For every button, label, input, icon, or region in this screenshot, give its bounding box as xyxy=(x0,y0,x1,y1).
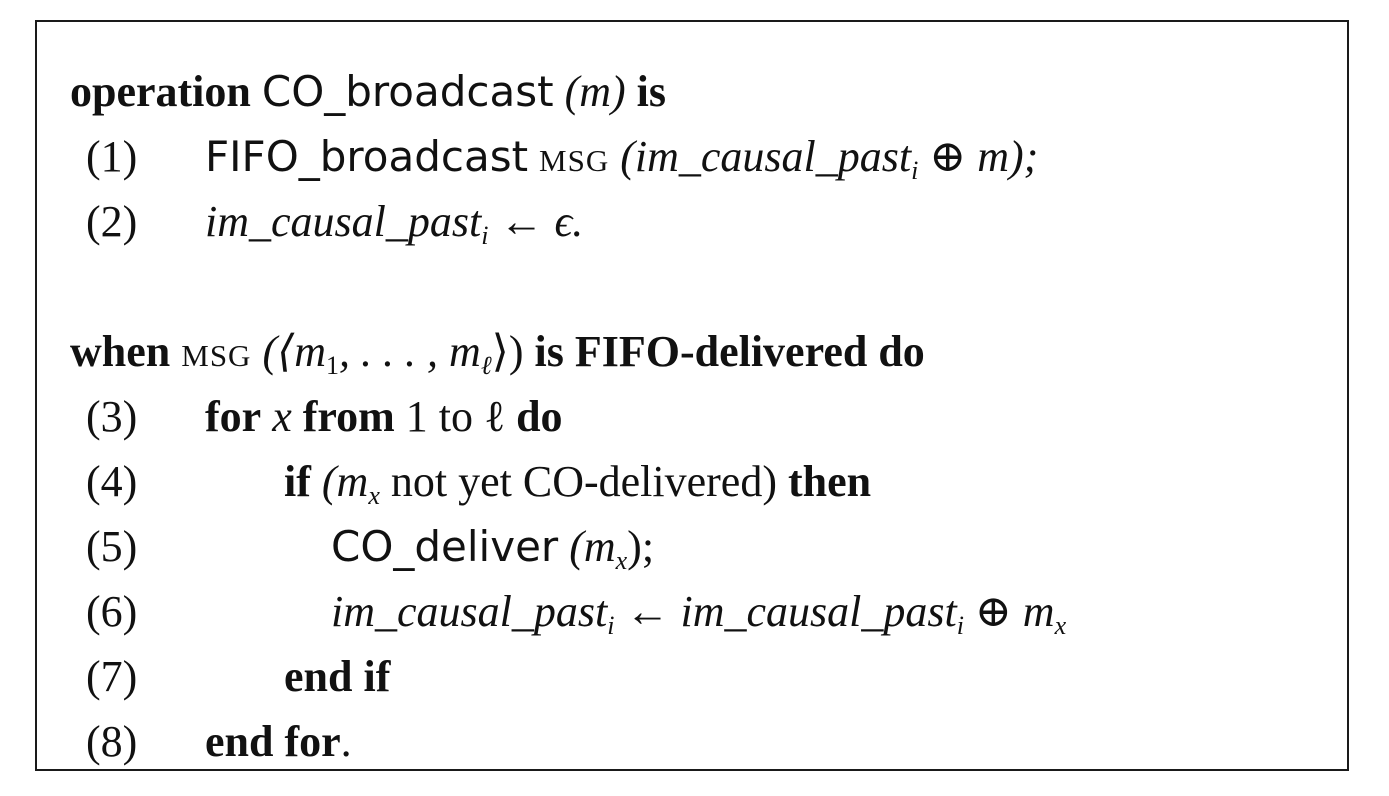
subscript: x xyxy=(1054,611,1067,640)
args-rest: ⊕ m); xyxy=(918,132,1039,181)
keyword-end-for: end for xyxy=(205,717,341,766)
subscript: i xyxy=(481,221,489,250)
keyword-then: then xyxy=(787,457,872,506)
line-number: (2) xyxy=(86,197,138,246)
keyword-end-if: end if xyxy=(284,652,391,701)
assign-arrow: ← im_causal_past xyxy=(614,587,957,636)
seq-close: ⟩) xyxy=(491,327,524,376)
algorithm-box: operation CO_broadcast (m) is (1) FIFO_b… xyxy=(35,20,1349,771)
operation-arg: (m) xyxy=(564,67,626,116)
period: . xyxy=(340,717,352,766)
keyword-from: from xyxy=(302,392,395,441)
subscript: i xyxy=(607,611,615,640)
assign-rest: ⊕ m xyxy=(963,587,1055,636)
line-number: (8) xyxy=(86,717,138,766)
keyword-is: is xyxy=(636,67,667,116)
subscript: i xyxy=(911,156,919,185)
args: (m xyxy=(569,522,616,571)
keyword-when: when xyxy=(70,327,171,376)
line-number: (1) xyxy=(86,132,138,181)
msg-tag: msg xyxy=(181,327,252,376)
msg-tag: msg xyxy=(539,132,610,181)
args: (im_causal_past xyxy=(620,132,912,181)
subscript: i xyxy=(956,611,964,640)
subscript: x xyxy=(368,481,380,510)
assign-lhs: im_causal_past xyxy=(331,587,608,636)
line-number: (6) xyxy=(86,587,138,636)
fifo-broadcast-call: FIFO_broadcast xyxy=(205,132,529,181)
assign-rhs: ← ϵ. xyxy=(488,197,584,246)
keyword-for: for xyxy=(205,392,262,441)
line-number: (7) xyxy=(86,652,138,701)
seq-open: (⟨m xyxy=(262,327,327,376)
co-deliver-call: CO_deliver xyxy=(331,522,559,571)
operation-name: CO_broadcast xyxy=(261,67,554,116)
cond-open: (m xyxy=(321,457,369,506)
keyword-do: do xyxy=(516,392,563,441)
seq-mid: , . . . , m xyxy=(339,327,481,376)
args-close: ); xyxy=(627,522,655,571)
keyword-operation: operation xyxy=(70,67,251,116)
keyword-if: if xyxy=(284,457,311,506)
loop-var: x xyxy=(272,392,292,441)
subscript: x xyxy=(615,546,628,575)
assign-lhs: im_causal_past xyxy=(205,197,482,246)
line-number: (3) xyxy=(86,392,138,441)
cond-text: not yet CO-delivered) xyxy=(379,457,777,506)
loop-range: 1 to ℓ xyxy=(405,392,506,441)
line-number: (5) xyxy=(86,522,138,571)
subscript: ℓ xyxy=(480,351,492,380)
line-number: (4) xyxy=(86,457,138,506)
subscript: 1 xyxy=(326,351,340,380)
keyword-fifo-delivered: is FIFO-delivered do xyxy=(534,327,925,376)
